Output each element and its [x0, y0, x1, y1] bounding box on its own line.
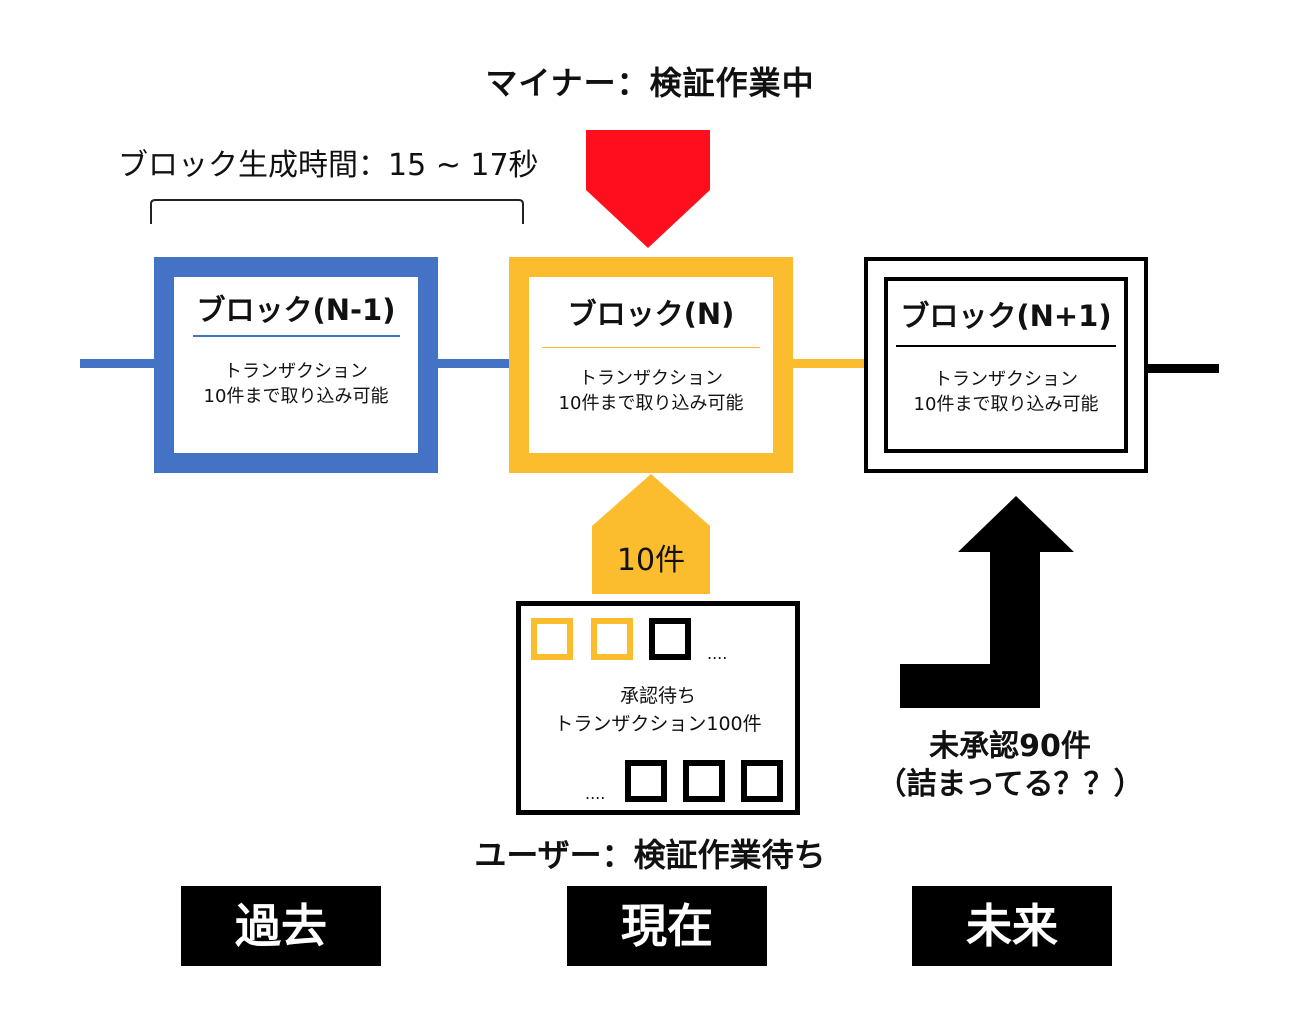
- chain-link-n-n2: [792, 359, 864, 368]
- block-time-label: ブロック生成時間：15 ~ 17秒: [118, 148, 539, 183]
- tx-black-2: [625, 760, 667, 802]
- chain-link-left: [80, 359, 156, 368]
- miner-label: マイナー：検証作業中: [485, 64, 815, 102]
- label-present: 現在: [567, 886, 767, 966]
- block-desc-line2: 10件まで取り込み可能: [203, 386, 389, 407]
- label-past: 過去: [181, 886, 381, 966]
- tx-black-4: [741, 760, 783, 802]
- block-title: ブロック(N+1): [896, 293, 1116, 347]
- tx-yellow-2: [591, 618, 633, 660]
- block-desc-line1: トランザクション: [579, 368, 723, 389]
- block-desc-line2: 10件まで取り込み可能: [913, 394, 1099, 415]
- unconfirmed-line2: （詰まってる？？）: [876, 767, 1144, 802]
- block-desc-line1: トランザクション: [934, 369, 1078, 390]
- inflow-up-arrow-icon: [592, 474, 710, 594]
- pending-dots-bottom: ....: [585, 784, 606, 803]
- block-n-minus-1: ブロック(N-1) トランザクション 10件まで取り込み可能: [154, 257, 438, 473]
- pending-line2: トランザクション100件: [554, 713, 762, 735]
- tx-black-1: [649, 618, 691, 660]
- block-desc-line1: トランザクション: [224, 361, 368, 382]
- block-title: ブロック(N-1): [192, 287, 400, 337]
- label-future: 未来: [912, 886, 1112, 966]
- chain-link-right: [1147, 364, 1219, 373]
- tx-yellow-1: [531, 618, 573, 660]
- block-title: ブロック(N): [541, 291, 761, 348]
- block-n-plus-1: ブロック(N+1) トランザクション 10件まで取り込み可能: [864, 257, 1148, 473]
- inflow-label: 10件: [616, 543, 686, 578]
- pending-dots-top: ....: [707, 644, 728, 663]
- chain-link-n1-n: [436, 359, 510, 368]
- unconfirmed-line1: 未承認90件: [929, 729, 1091, 764]
- overflow-bent-up-arrow-icon: [900, 496, 1074, 708]
- block-time-bracket: [150, 199, 524, 224]
- pending-transactions-box: .... 承認待ち トランザクション100件 ....: [516, 601, 800, 815]
- pending-line1: 承認待ち: [619, 685, 696, 707]
- block-desc-line2: 10件まで取り込み可能: [558, 393, 744, 414]
- user-label: ユーザー：検証作業待ち: [474, 836, 826, 874]
- block-n: ブロック(N) トランザクション 10件まで取り込み可能: [509, 257, 793, 473]
- tx-black-3: [683, 760, 725, 802]
- miner-down-arrow-icon: [586, 130, 710, 248]
